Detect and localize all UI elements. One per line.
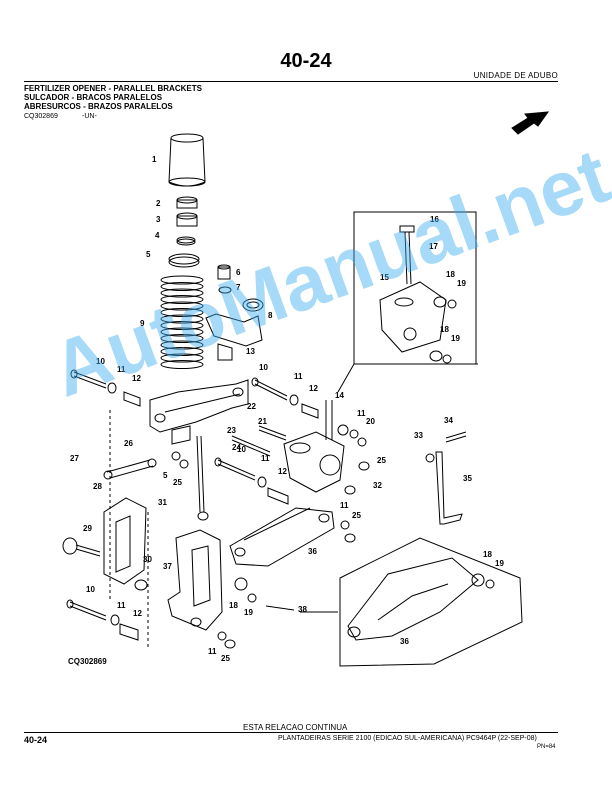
callout-3: 3 xyxy=(156,215,161,224)
callout-25: 25 xyxy=(173,478,182,487)
callout-11: 11 xyxy=(208,647,217,656)
callout-27: 27 xyxy=(70,454,79,463)
figure-un: -UN- xyxy=(82,113,97,120)
callout-35: 35 xyxy=(463,474,472,483)
leader-38 xyxy=(265,605,338,613)
callout-17: 17 xyxy=(429,242,438,251)
side-bracket xyxy=(167,529,223,631)
detail-box-lower xyxy=(339,537,523,667)
callout-25: 25 xyxy=(377,456,386,465)
callout-26: 26 xyxy=(124,439,133,448)
callout-10: 10 xyxy=(96,357,105,366)
spring-cap-part xyxy=(168,133,206,187)
callout-7: 7 xyxy=(236,283,241,292)
opener-hub xyxy=(283,400,349,493)
callout-1: 1 xyxy=(152,155,157,164)
part-callouts: 1234567891310111210111214222111202324262… xyxy=(70,155,504,663)
callout-32: 32 xyxy=(373,481,382,490)
callout-8: 8 xyxy=(268,311,273,320)
callout-5: 5 xyxy=(146,250,151,259)
callout-37: 37 xyxy=(163,562,172,571)
callout-19: 19 xyxy=(451,334,460,343)
hardware-stack xyxy=(168,196,200,268)
callout-30: 30 xyxy=(143,555,152,564)
construction-lines xyxy=(109,410,149,650)
callout-11: 11 xyxy=(117,601,126,610)
bottom-figure-code: CQ302869 xyxy=(68,657,107,666)
callout-16: 16 xyxy=(430,215,439,224)
figure-code: CQ302869 xyxy=(24,113,58,120)
callout-10: 10 xyxy=(259,363,268,372)
callout-11: 11 xyxy=(340,501,349,510)
callout-12: 12 xyxy=(133,609,142,618)
callout-9: 9 xyxy=(140,319,145,328)
callout-15: 15 xyxy=(380,273,389,282)
callout-19: 19 xyxy=(244,608,253,617)
callout-11: 11 xyxy=(357,409,366,418)
continuation-note: ESTA RELACAO CONTINUA xyxy=(243,723,348,732)
title-spanish: ABRESURCOS - BRAZOS PARALELOS xyxy=(24,102,173,111)
bracket-parts-6-8 xyxy=(205,264,264,361)
callout-19: 19 xyxy=(457,279,466,288)
callout-24: 24 xyxy=(232,443,241,452)
footer-page-number: 40-24 xyxy=(24,735,48,745)
callout-33: 33 xyxy=(414,431,423,440)
callout-22: 22 xyxy=(247,402,256,411)
callout-36: 36 xyxy=(400,637,409,646)
scraper-bracket xyxy=(425,431,467,525)
callout-36: 36 xyxy=(308,547,317,556)
callout-29: 29 xyxy=(83,524,92,533)
footer-info: PLANTADEIRAS SERIE 2100 (EDICAO SUL-AMER… xyxy=(278,735,537,742)
page-number: 40-24 xyxy=(280,50,332,72)
callout-10: 10 xyxy=(86,585,95,594)
footer-divider xyxy=(24,732,558,733)
callout-12: 12 xyxy=(132,374,141,383)
callout-25: 25 xyxy=(221,654,230,663)
direction-arrow-icon xyxy=(511,111,550,135)
callout-12: 12 xyxy=(278,467,287,476)
callout-14: 14 xyxy=(335,391,344,400)
mounting-bracket xyxy=(103,497,147,585)
callout-18: 18 xyxy=(446,270,455,279)
callout-11: 11 xyxy=(294,372,303,381)
vertical-rod xyxy=(196,435,205,513)
title-portuguese: SULCADOR - BRACOS PARALELOS xyxy=(24,93,163,102)
bolts xyxy=(62,369,319,641)
callout-11: 11 xyxy=(117,365,126,374)
title-english: FERTILIZER OPENER - PARALLEL BRACKETS xyxy=(24,84,202,93)
callout-6: 6 xyxy=(236,268,241,277)
callout-5: 5 xyxy=(163,471,168,480)
callout-21: 21 xyxy=(258,417,267,426)
upper-parallel-arm xyxy=(149,379,249,445)
callout-28: 28 xyxy=(93,482,102,491)
callout-38: 38 xyxy=(298,605,307,614)
section-name: UNIDADE DE ADUBO xyxy=(473,71,558,80)
callout-18: 18 xyxy=(483,550,492,559)
callout-19: 19 xyxy=(495,559,504,568)
detail-box-upper xyxy=(337,211,478,393)
callout-25: 25 xyxy=(352,511,361,520)
callout-34: 34 xyxy=(444,416,453,425)
pivot-pin xyxy=(103,458,157,480)
callout-18: 18 xyxy=(440,325,449,334)
callout-11: 11 xyxy=(261,454,270,463)
callout-13: 13 xyxy=(246,347,255,356)
callout-10: 10 xyxy=(237,445,246,454)
callout-2: 2 xyxy=(156,199,161,208)
callout-20: 20 xyxy=(366,417,375,426)
nuts-right xyxy=(134,429,370,649)
callout-31: 31 xyxy=(158,498,167,507)
callout-4: 4 xyxy=(155,231,160,240)
callout-23: 23 xyxy=(227,426,236,435)
callout-12: 12 xyxy=(309,384,318,393)
footer-pn: PN=84 xyxy=(537,744,556,750)
header-divider xyxy=(24,81,558,82)
compression-spring xyxy=(160,275,204,369)
lower-parallel-arm xyxy=(229,507,335,567)
callout-18: 18 xyxy=(229,601,238,610)
